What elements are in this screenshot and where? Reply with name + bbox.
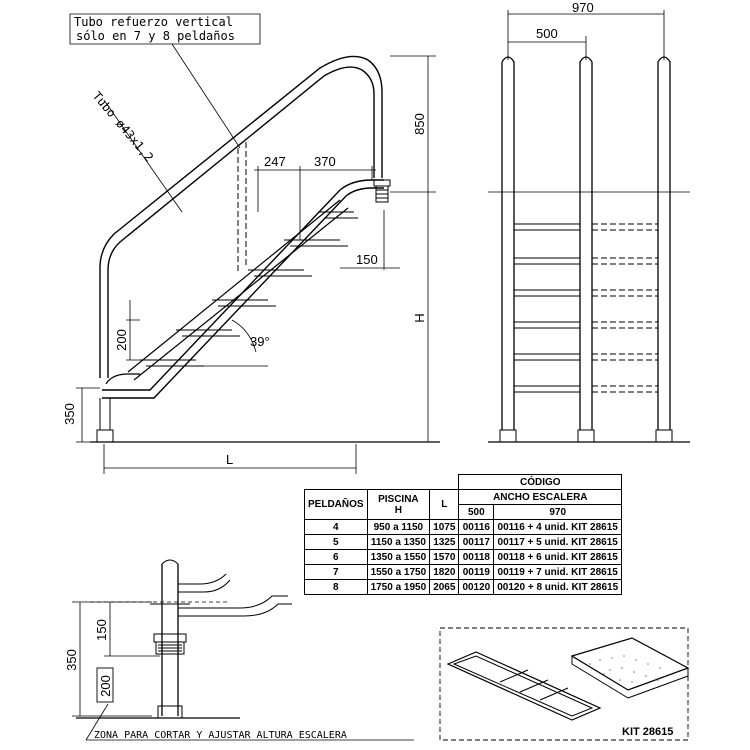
cell-970: 00116 + 4 unid. KIT 28615 (493, 519, 623, 535)
front-view-ladder (488, 10, 690, 443)
kit-label: KIT 28615 (622, 726, 674, 738)
cell-970: 00118 + 6 unid. KIT 28615 (493, 549, 623, 565)
detail-dim-200: 200 (98, 675, 113, 697)
annotation-tubo-refuerzo-1: Tubo refuerzo vertical (74, 15, 233, 29)
dim-350-side: 350 (62, 403, 77, 425)
cell-piscina: 1550 a 1750 (366, 564, 431, 580)
table-row: 4 950 a 1150 1075 00116 00116 + 4 unid. … (304, 519, 623, 535)
dim-l: L (226, 452, 233, 467)
zona-cortar-label: ZONA PARA CORTAR Y AJUSTAR ALTURA ESCALE… (94, 730, 347, 741)
cell-peldanos: 6 (304, 549, 368, 565)
table-header-l: L (429, 489, 460, 520)
annotation-tubo-diameter: Tubo ø43x1,2 (90, 89, 156, 164)
table-row: 7 1550 a 1750 1820 00119 00119 + 7 unid.… (304, 564, 623, 580)
cell-piscina: 1350 a 1550 (366, 549, 431, 565)
table-header-peldanos: PELDAÑOS (304, 489, 368, 520)
dim-150-side: 150 (356, 252, 378, 267)
detail-view (72, 559, 414, 741)
cell-piscina: 1150 a 1350 (366, 534, 431, 550)
dim-200-side: 200 (114, 329, 129, 351)
dim-370: 370 (314, 154, 336, 169)
cell-500: 00119 (458, 564, 495, 580)
dim-h: H (412, 313, 427, 322)
kit-28615-drawing (439, 627, 690, 741)
cell-500: 00118 (458, 549, 495, 565)
cell-l: 2065 (429, 579, 460, 595)
cell-l: 1820 (429, 564, 460, 580)
dim-970: 970 (572, 0, 594, 15)
cell-piscina: 1750 a 1950 (366, 579, 431, 595)
table-header-970: 970 (493, 504, 623, 520)
table-header-500: 500 (458, 504, 495, 520)
cell-500: 00116 (458, 519, 495, 535)
dim-850: 850 (412, 113, 427, 135)
side-view-ladder (96, 55, 391, 443)
kit-plate-texture (589, 655, 661, 683)
cell-970: 00117 + 5 unid. KIT 28615 (493, 534, 623, 550)
cell-l: 1570 (429, 549, 460, 565)
dim-247: 247 (264, 154, 286, 169)
side-dimensions (69, 13, 440, 474)
cell-500: 00120 (458, 579, 495, 595)
cell-peldanos: 4 (304, 519, 368, 535)
dim-39-deg: 39° (250, 334, 270, 349)
table-header-codigo: CÓDIGO (458, 474, 623, 490)
cell-500: 00117 (458, 534, 495, 550)
detail-dim-350: 350 (64, 649, 79, 671)
detail-dim-150: 150 (94, 619, 109, 641)
cell-l: 1075 (429, 519, 460, 535)
table-header-ancho: ANCHO ESCALERA (458, 489, 623, 505)
cell-l: 1325 (429, 534, 460, 550)
cell-peldanos: 8 (304, 579, 368, 595)
dim-500: 500 (536, 26, 558, 41)
table-row: 5 1150 a 1350 1325 00117 00117 + 5 unid.… (304, 534, 623, 550)
cell-peldanos: 5 (304, 534, 368, 550)
annotation-tubo-refuerzo-2: sólo en 7 y 8 peldaños (76, 29, 235, 43)
table-row: 8 1750 a 1950 2065 00120 00120 + 8 unid.… (304, 579, 623, 595)
cell-piscina: 950 a 1150 (366, 519, 431, 535)
cell-970: 00119 + 7 unid. KIT 28615 (493, 564, 623, 580)
table-row: 6 1350 a 1550 1570 00118 00118 + 6 unid.… (304, 549, 623, 565)
cell-970: 00120 + 8 unid. KIT 28615 (493, 579, 623, 595)
cell-peldanos: 7 (304, 564, 368, 580)
